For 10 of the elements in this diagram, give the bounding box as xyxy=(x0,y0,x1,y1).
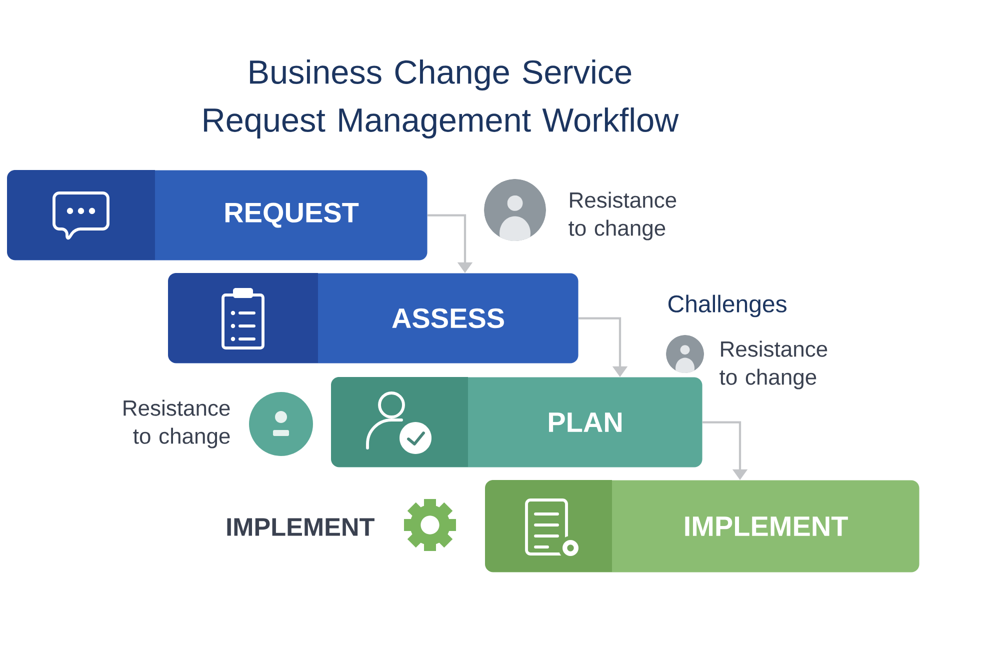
note-text: Resistance to change xyxy=(124,400,230,448)
step-label: IMPLEMENT xyxy=(227,518,374,536)
note-text: Resistance to change xyxy=(720,340,828,390)
process-box: IMPLEMENT xyxy=(485,480,920,572)
section-heading: Challenges xyxy=(668,294,786,318)
title: Business Change Service Request Management Workflow xyxy=(204,59,679,139)
note-text: Resistance to change xyxy=(568,192,676,240)
process-box: REQUEST xyxy=(7,170,428,260)
process-box: ASSESS xyxy=(168,273,578,364)
process-box: PLAN xyxy=(331,377,702,468)
